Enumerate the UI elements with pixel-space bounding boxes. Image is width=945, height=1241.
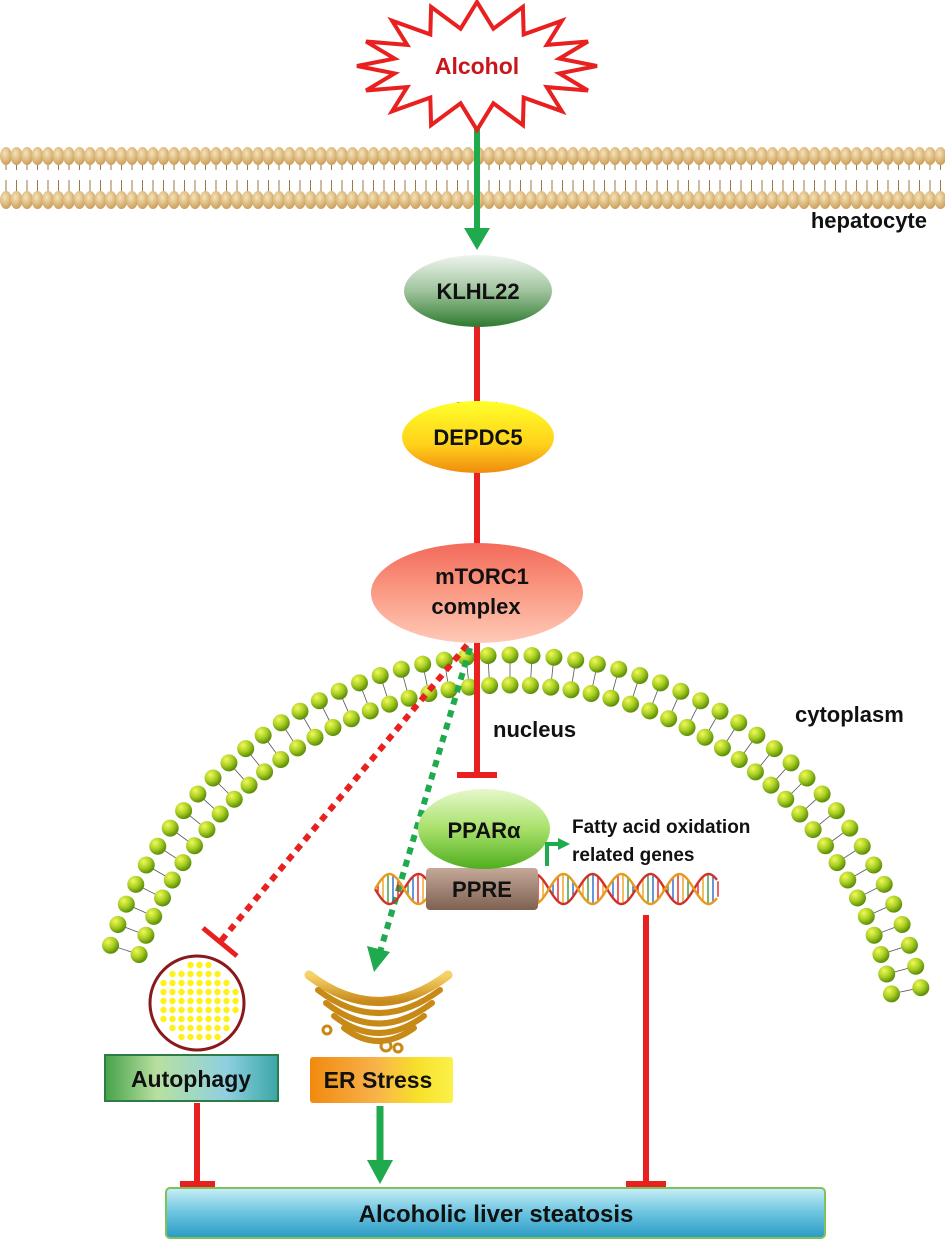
depdc5-node [402,401,554,473]
alcohol-label: Alcohol [435,53,519,79]
mtorc1-node [371,543,583,643]
endoplasmic-reticulum-icon [304,970,453,1054]
depdc5-label: DEPDC5 [433,425,522,450]
nuclear-membrane [102,646,930,1003]
klhl22-label: KLHL22 [436,279,519,304]
er-stress-label: ER Stress [324,1067,433,1093]
ppara-label: PPARα [447,818,520,843]
genes-label-line1: Fatty acid oxidation [572,817,750,838]
klhl22-node [404,255,552,327]
ppre-label: PPRE [452,877,512,902]
steatosis-bar [165,1187,826,1239]
er-stress-box [310,1057,453,1103]
plasma-membrane [0,147,945,209]
ppara-node [418,789,550,869]
autophagosome-icon [148,954,246,1052]
mtorc1-label-line2: complex [431,594,521,619]
er-stress-arrowhead [367,946,390,972]
mtorc1-label-line1: mTORC1 [435,564,529,589]
steatosis-label: Alcoholic liver steatosis [359,1201,634,1228]
ppre-box [426,868,538,910]
hepatocyte-label: hepatocyte [811,208,927,233]
alcohol-arrowhead [464,228,490,250]
cytoplasm-label: cytoplasm [795,702,904,727]
transcription-arrow [545,842,560,866]
autophagy-box [104,1054,279,1102]
alcohol-starburst [356,0,598,134]
autophagy-inhibition-bar [201,926,239,958]
transcription-arrowhead [558,838,570,850]
autophagy-label: Autophagy [131,1066,251,1092]
nucleus-label: nucleus [493,717,576,742]
genes-label-line2: related genes [572,845,695,866]
er-stress-steatosis-arrowhead [367,1160,393,1184]
